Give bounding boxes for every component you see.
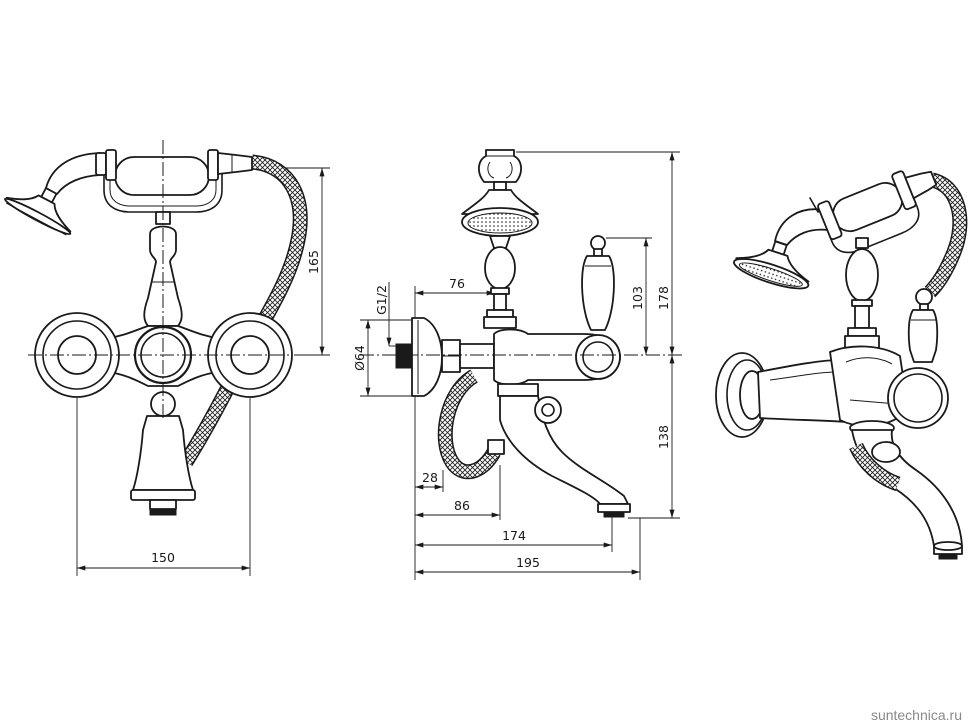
side-dim-label-thread: G1/2 xyxy=(374,285,389,315)
side-body xyxy=(395,317,621,397)
side-view: 76 G1/2 Ø64 103 178 138 28 86 xyxy=(352,149,684,580)
front-view: 150 165 xyxy=(4,140,330,576)
iso-handle-hub xyxy=(887,367,949,429)
side-lever-handle xyxy=(581,235,615,331)
side-shower-hanger xyxy=(478,149,522,191)
side-dim-label-178: 178 xyxy=(656,286,671,310)
iso-diverter-knob xyxy=(871,441,901,463)
iso-shower-head xyxy=(733,240,810,290)
side-column xyxy=(483,235,517,329)
side-hose xyxy=(437,369,501,480)
front-handset xyxy=(95,149,253,213)
iso-column xyxy=(844,237,880,349)
front-dimensions: 150 165 xyxy=(76,167,330,576)
side-dim-label-103: 103 xyxy=(630,286,645,310)
iso-lever-handle xyxy=(907,288,939,363)
front-shower-neck xyxy=(45,152,101,195)
side-diverter-knob xyxy=(534,396,562,424)
front-dim-label-165: 165 xyxy=(306,250,321,274)
side-dim-label-28: 28 xyxy=(422,470,438,485)
side-thread-connector xyxy=(395,343,413,369)
iso-hose-lower xyxy=(849,442,901,492)
front-shower-head xyxy=(4,187,72,236)
side-inlet-pipe xyxy=(459,343,495,369)
side-shower-head xyxy=(461,189,539,237)
iso-shower-neck xyxy=(774,208,829,246)
iso-handset xyxy=(817,170,938,254)
side-spout xyxy=(487,383,631,518)
front-spout xyxy=(130,415,196,516)
side-dim-label-174: 174 xyxy=(502,528,526,543)
side-dimensions: 76 G1/2 Ø64 103 178 138 28 86 xyxy=(352,151,680,580)
side-dim-label-138: 138 xyxy=(656,425,671,449)
iso-view xyxy=(715,170,968,560)
side-dim-label-64: Ø64 xyxy=(352,345,367,371)
iso-spout xyxy=(849,420,963,560)
watermark: suntechnica.ru xyxy=(871,707,962,723)
iso-hose xyxy=(924,172,968,298)
front-dim-label-150: 150 xyxy=(151,550,175,565)
side-wall-flange xyxy=(411,317,443,397)
front-hose xyxy=(179,154,308,466)
side-dim-label-195: 195 xyxy=(516,555,540,570)
iso-body xyxy=(715,345,949,438)
side-dim-label-76: 76 xyxy=(449,276,465,291)
side-dim-label-86: 86 xyxy=(454,498,470,513)
